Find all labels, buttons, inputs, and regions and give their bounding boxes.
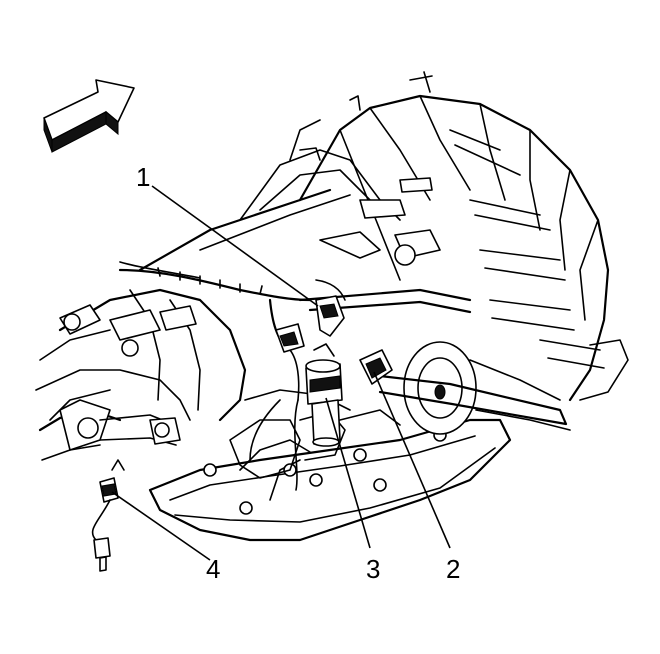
wiring-harness	[118, 261, 346, 491]
leader-line-3	[325, 397, 371, 549]
leader-line-1	[151, 185, 319, 307]
connector-2	[359, 349, 393, 385]
component-4-sensor	[91, 459, 125, 572]
leader-lines	[111, 185, 451, 561]
callout-2-label: 2	[446, 554, 460, 584]
callout-1-label: 1	[136, 162, 150, 192]
callout-labels: 1 2 3 4	[136, 162, 460, 584]
connector-1	[275, 295, 345, 353]
front-direction-arrow-icon	[43, 79, 135, 153]
component-3-sensor	[305, 343, 343, 447]
leader-line-2	[373, 371, 451, 549]
callout-4-label: 4	[206, 554, 220, 584]
transmission-case	[35, 71, 629, 542]
callout-3-label: 3	[366, 554, 380, 584]
leader-line-4	[111, 491, 211, 561]
